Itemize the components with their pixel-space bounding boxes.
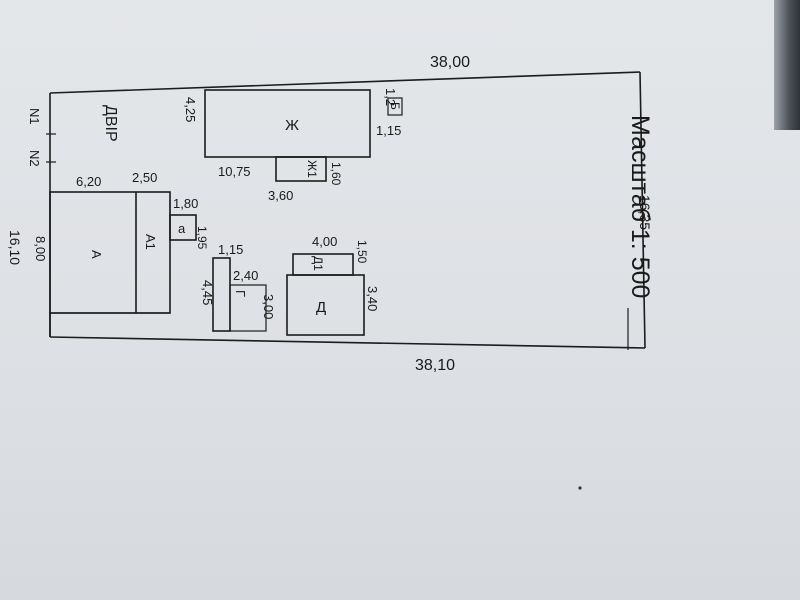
scale-label: Масштаб 1: 500: [626, 115, 654, 298]
building-zh-right-dim: 1,15: [376, 123, 401, 138]
building-d1-label: Д1: [311, 256, 325, 271]
building-d-label: Д: [316, 299, 326, 316]
building-g-outline: [229, 284, 267, 332]
building-g-dim-d: 3,00: [261, 294, 276, 319]
building-zh1: Ж1 1,60 3,60: [268, 156, 343, 203]
dim-bottom-length: 38,10: [415, 357, 455, 374]
dark-background-corner: [774, 0, 800, 130]
building-a: А А1 6,20 2,50 8,00: [33, 170, 171, 337]
building-g-dim-c: 4,45: [200, 280, 215, 305]
building-zh1-outline: [275, 156, 327, 182]
building-zh-top-dim: 4,25: [183, 97, 198, 122]
building-zh-label: Ж: [285, 117, 299, 134]
boundary-right: [639, 71, 646, 349]
building-d: Д1 Д 4,00 1,50 3,40: [286, 234, 380, 336]
boundary-top: [49, 71, 641, 94]
building-b-label: Б: [388, 102, 402, 110]
dim-right-width: 16,35: [637, 195, 653, 230]
building-a-width-dim: 8,00: [33, 236, 48, 261]
building-a-small-dim-b: 1,95: [195, 226, 209, 250]
building-a-small-dim-a: 1,80: [173, 196, 198, 211]
yard-label: ДВІР: [102, 105, 119, 142]
building-a-outline: [49, 191, 171, 314]
building-a1-dim: 2,50: [132, 170, 157, 185]
building-g-dim-b: 2,40: [233, 268, 258, 283]
building-b-dim: 1,2: [383, 88, 398, 106]
building-d1-dim: 1,50: [355, 240, 369, 264]
building-a-small-outline: [169, 214, 197, 241]
building-a-small: а 1,80 1,95: [169, 196, 209, 250]
building-zh1-dim-b: 3,60: [268, 188, 293, 203]
building-zh: Ж 4,25 1,15 10,75: [183, 89, 401, 179]
building-g-label: Г: [233, 290, 248, 297]
building-g-dim-a: 1,15: [218, 242, 243, 257]
building-a-small-label: а: [178, 221, 186, 236]
boundary-bottom: [49, 336, 646, 349]
dim-left-width: 16,10: [7, 230, 23, 265]
building-a1-label: А1: [143, 234, 158, 250]
building-b-outline: [387, 97, 403, 116]
dim-top-length: 38,00: [430, 54, 470, 71]
building-zh-length-dim: 10,75: [218, 164, 251, 179]
building-d-outline: [286, 274, 365, 336]
building-b: Б 1,2: [383, 88, 403, 116]
point-n1-label: N1: [27, 108, 42, 125]
building-d-width-dim: 3,40: [365, 286, 380, 311]
building-g: Г 1,15 2,40 4,45 3,00: [200, 242, 276, 332]
building-zh1-label: Ж1: [305, 160, 319, 178]
point-n2-label: N2: [27, 150, 42, 167]
building-a-label: А: [89, 250, 104, 259]
building-d-length-dim: 4,00: [312, 234, 337, 249]
building-a-length-dim: 6,20: [76, 174, 101, 189]
building-zh1-dim-a: 1,60: [329, 162, 343, 186]
paper-speck: [578, 486, 582, 490]
